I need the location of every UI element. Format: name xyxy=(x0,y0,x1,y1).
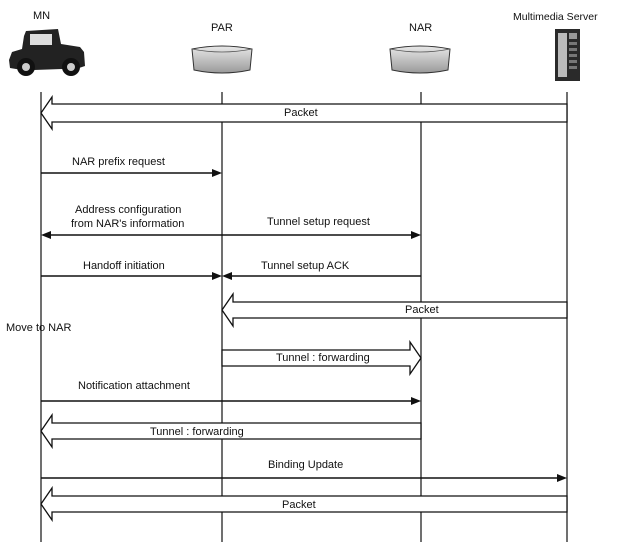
tunnel-forwarding-arrow-2 xyxy=(40,412,422,450)
packet-label-2: Packet xyxy=(405,304,439,316)
address-config-arrow xyxy=(41,231,222,239)
tunnel-setup-ack-arrow xyxy=(222,272,421,280)
binding-update-label: Binding Update xyxy=(268,459,344,471)
entity-label-par: PAR xyxy=(211,22,233,34)
nar-prefix-request-label: NAR prefix request xyxy=(72,156,165,168)
tunnel-forwarding-label-2: Tunnel : forwarding xyxy=(150,426,244,438)
notification-attachment-label: Notification attachment xyxy=(78,380,190,392)
tunnel-setup-ack-label: Tunnel setup ACK xyxy=(261,260,350,272)
binding-update-arrow xyxy=(41,474,567,482)
address-config-label-line1: Address configuration xyxy=(75,204,182,216)
router-icon xyxy=(389,45,451,74)
notification-attachment-arrow xyxy=(41,397,421,405)
entity-label-nar: NAR xyxy=(409,22,433,34)
packet-label-1: Packet xyxy=(284,107,318,119)
packet-label-3: Packet xyxy=(282,499,316,511)
packet-arrow-1 xyxy=(40,94,568,132)
handoff-initiation-label: Handoff initiation xyxy=(83,260,165,272)
entity-label-server: Multimedia Server xyxy=(513,11,598,23)
tunnel-forwarding-label-1: Tunnel : forwarding xyxy=(276,352,370,364)
router-icon xyxy=(191,45,253,74)
handoff-initiation-arrow xyxy=(41,272,222,280)
move-to-nar-annotation: Move to NAR xyxy=(6,322,72,334)
entity-label-mn: MN xyxy=(33,10,51,22)
tunnel-forwarding-arrow-1 xyxy=(221,339,422,377)
packet-arrow-3 xyxy=(40,485,568,523)
server-icon xyxy=(555,29,580,81)
car-icon xyxy=(9,29,85,76)
tunnel-setup-request-label: Tunnel setup request xyxy=(267,216,370,228)
address-config-label-line2: from NAR's information xyxy=(71,218,185,230)
packet-arrow-2 xyxy=(221,291,568,329)
nar-prefix-request-arrow xyxy=(41,169,222,177)
tunnel-setup-request-arrow xyxy=(222,231,421,239)
